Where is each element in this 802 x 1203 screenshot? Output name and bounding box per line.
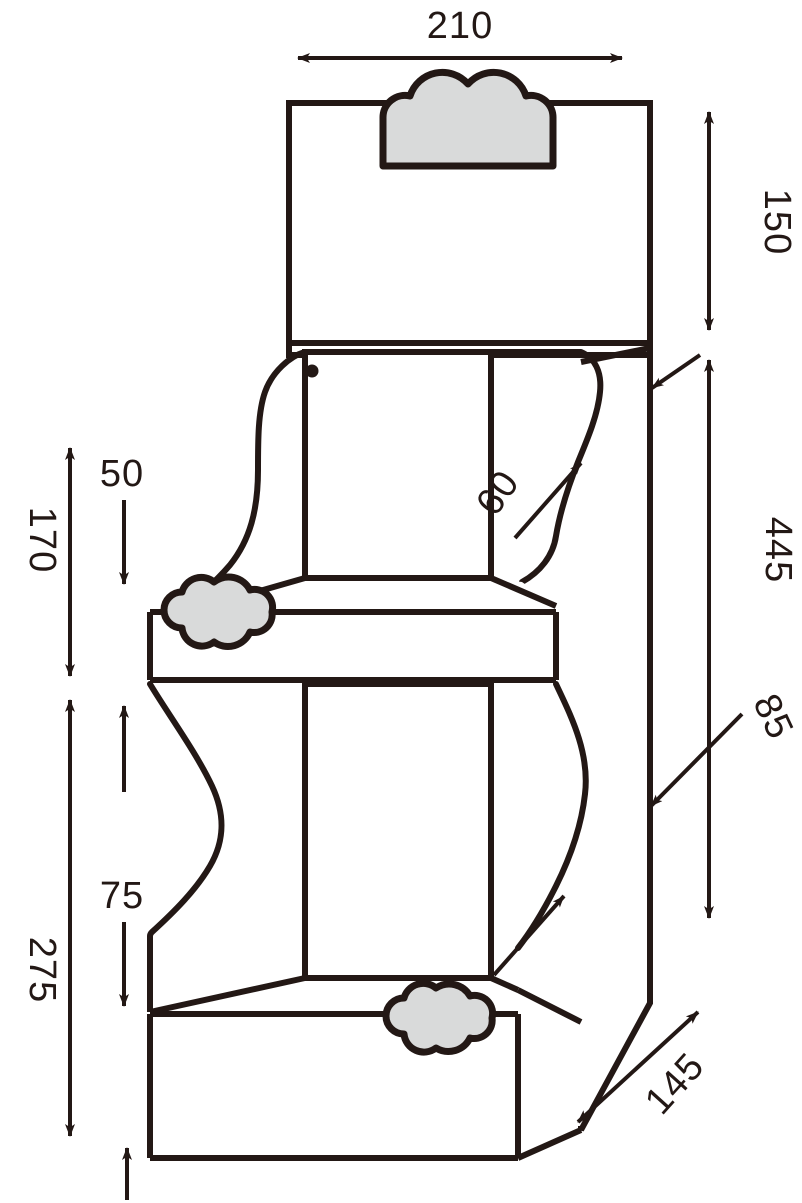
dim-line-85 [649,712,744,808]
screen-front-face [302,349,494,581]
dim-label-170: 170 [21,507,63,573]
lower-front-face [302,681,494,981]
base-bottom-perspective-edge [516,1127,583,1161]
dimension-upper-50: 50 [100,453,144,792]
dim-label-275: 275 [21,937,63,1003]
callout-line-60 [513,461,583,540]
dimension-body-height: 445 [704,359,799,919]
leader-line-top-right [650,353,702,390]
callout-lower-incline [492,894,566,977]
right-lower-profile-curve [515,681,589,951]
hinge-dot-marker [305,364,319,378]
dimension-top-width: 210 [297,5,623,63]
cloud-shape-control-panel [160,573,277,650]
cloud-shape-marquee [379,68,557,170]
dim-label-75: 75 [100,875,144,917]
base-top-left-edge [149,975,306,1015]
base-top-perspective-edge [516,987,583,1025]
dim-line-145 [576,1010,700,1124]
right-upper-profile-curve [519,349,604,585]
dimension-lower-275: 275 [21,699,75,1137]
callout-line-lower [492,894,566,977]
leader-top-right [650,353,702,390]
dimension-lower-75: 75 [100,875,144,1007]
dim-label-50: 50 [100,453,144,495]
dim-label-445: 445 [757,517,799,583]
base-top-right-edge [489,975,520,993]
control-panel-right-edge [489,575,558,609]
left-lower-profile-curve [147,681,225,939]
cloud-shape-base [382,979,497,1056]
dimension-marquee-height: 150 [704,111,798,331]
dimension-upper-170: 170 [21,447,75,677]
marquee-cabinet-group [286,68,653,358]
dim-label-210: 210 [427,5,493,47]
dim-label-150: 150 [756,189,798,255]
